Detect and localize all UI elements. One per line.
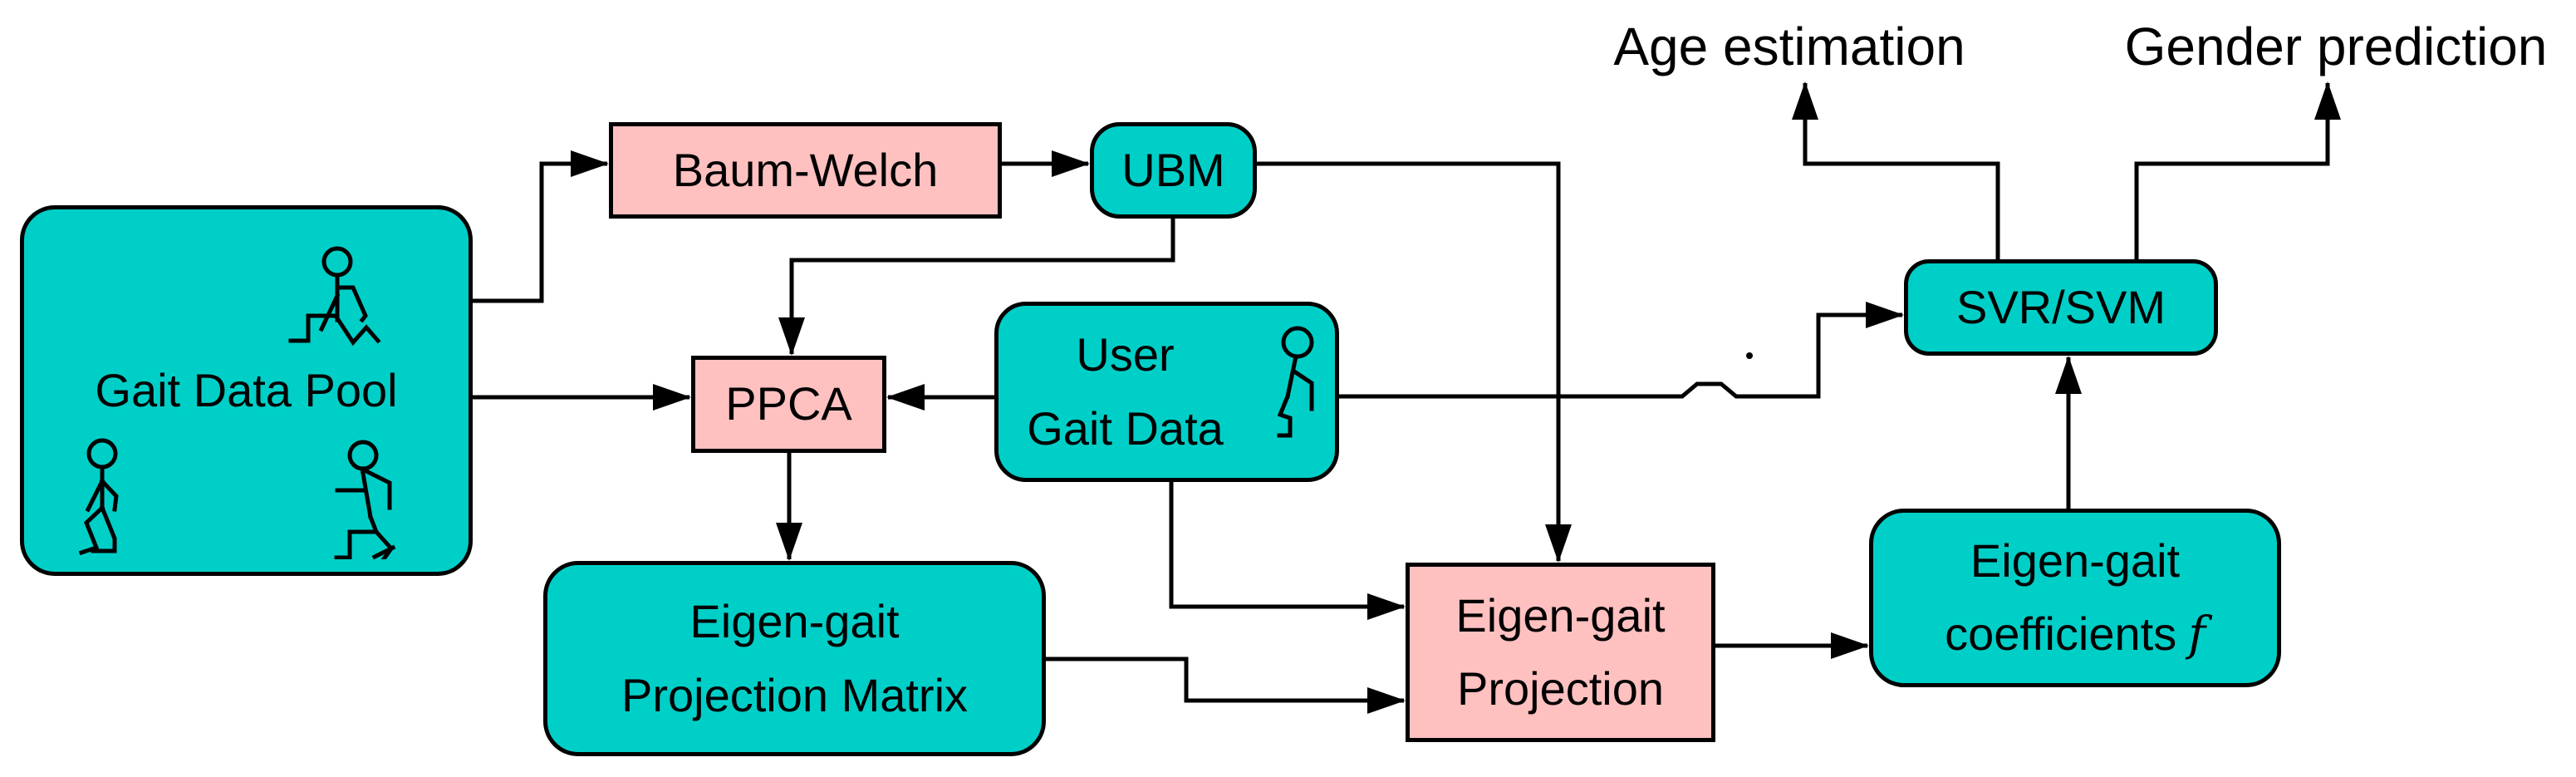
- user-gait-data-label-line1: User: [1076, 328, 1175, 381]
- projection-matrix-label-line1: Eigen-gait: [689, 595, 900, 648]
- user-gait-data-label-line2: Gait Data: [1027, 401, 1224, 455]
- wire-matrix-to-projection: [1046, 657, 1406, 714]
- node-ubm: UBM: [1090, 122, 1257, 219]
- wire-svr-to-gender: [2134, 81, 2341, 259]
- ppca-label: PPCA: [725, 377, 852, 430]
- stick-figure-crouching-icon: [331, 436, 405, 559]
- gait-data-pool-label: Gait Data Pool: [95, 363, 398, 416]
- wire-userdata-to-svr-break: [1339, 302, 1904, 399]
- math-f-symbol: f: [2188, 607, 2206, 661]
- projection-label-line1: Eigen-gait: [1455, 588, 1666, 642]
- stick-figure-user-icon: [1273, 324, 1322, 445]
- node-user-gait-data: User Gait Data: [994, 302, 1339, 482]
- wire-svr-to-age: [1792, 81, 2000, 259]
- node-eigen-gait-projection: Eigen-gait Projection: [1406, 563, 1715, 742]
- wire-userdata-to-projection: [1169, 482, 1406, 620]
- stray-dot: [1746, 352, 1753, 359]
- projection-matrix-label-line2: Projection Matrix: [621, 668, 969, 721]
- svr-svm-label: SVR/SVM: [1955, 280, 2166, 333]
- ubm-label: UBM: [1121, 143, 1225, 196]
- wire-ubm-to-ppca: [778, 219, 1175, 356]
- stick-figure-standing-icon: [76, 435, 135, 558]
- age-estimation-label: Age estimation: [1613, 17, 1965, 76]
- coefficients-label-line1: Eigen-gait: [1970, 534, 2181, 587]
- stick-figure-walking-icon: [288, 243, 388, 352]
- node-ppca: PPCA: [691, 356, 886, 453]
- node-eigen-gait-projection-matrix: Eigen-gait Projection Matrix: [543, 561, 1046, 756]
- node-baum-welch: Baum-Welch: [609, 122, 1002, 219]
- gender-prediction-label: Gender prediction: [2124, 17, 2548, 76]
- projection-label-line2: Projection: [1456, 662, 1665, 715]
- node-svr-svm: SVR/SVM: [1904, 259, 2218, 356]
- wire-pool-to-baumwelch: [473, 150, 609, 303]
- baum-welch-label: Baum-Welch: [672, 143, 939, 196]
- wire-ubm-to-projection: [1257, 161, 1572, 563]
